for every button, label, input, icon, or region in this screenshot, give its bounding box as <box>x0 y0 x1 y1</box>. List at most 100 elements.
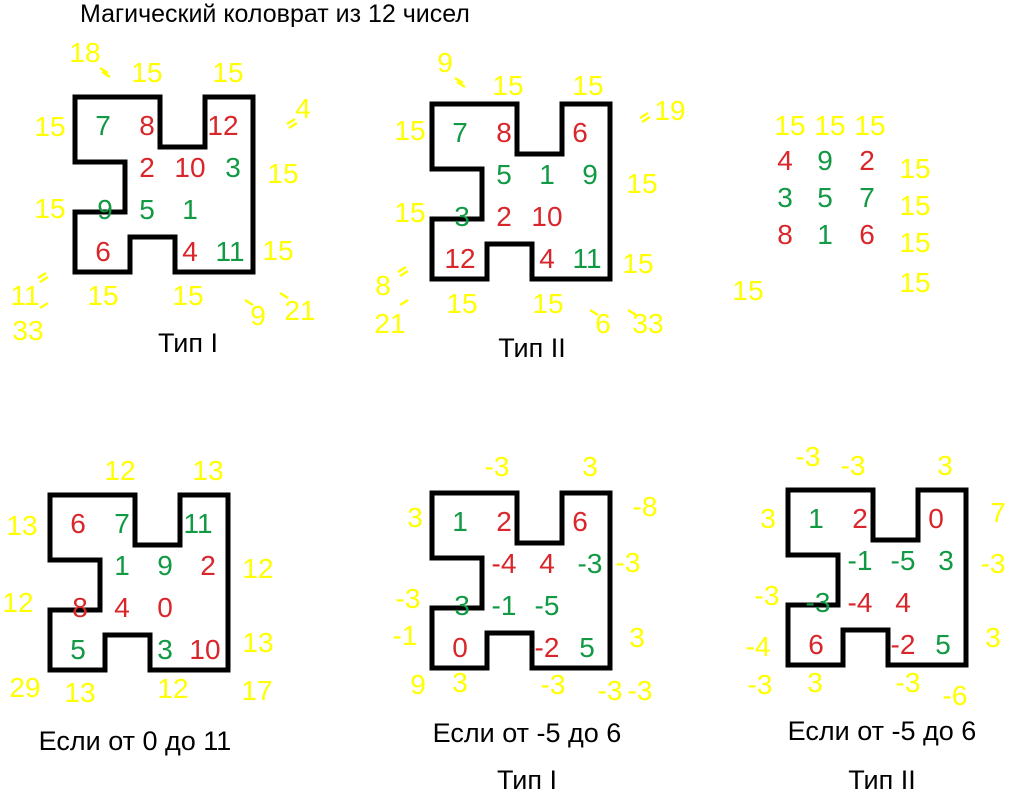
sum-label: 9 <box>437 47 453 78</box>
pinwheel-cell: -2 <box>891 629 916 660</box>
sum-label: -3 <box>896 667 921 698</box>
sum-label: 15 <box>899 153 930 184</box>
pinwheel-outline <box>429 101 613 282</box>
sum-label: -8 <box>633 491 658 522</box>
sum-label: -6 <box>943 680 968 711</box>
sum-label: 6 <box>595 308 611 339</box>
pinwheel-cell: 2 <box>139 152 155 183</box>
sum-label: 12 <box>2 587 33 618</box>
figure-caption: Тип I <box>158 328 218 358</box>
figure-subcaption: Тип II <box>848 765 916 791</box>
tick-mark <box>397 265 407 274</box>
page-title: Магический коловрат из 12 чисел <box>80 0 470 28</box>
sum-label: 3 <box>407 502 423 533</box>
square-cell: 7 <box>859 182 875 213</box>
tick-mark <box>279 291 289 300</box>
pinwheel-cell: -5 <box>891 545 916 576</box>
sum-label: 15 <box>899 227 930 258</box>
sum-label: 8 <box>375 270 391 301</box>
sum-label: 3 <box>582 451 598 482</box>
sum-label: 15 <box>131 57 162 88</box>
sum-label: 15 <box>212 57 243 88</box>
sum-label: 15 <box>532 288 563 319</box>
sum-label: -3 <box>396 583 421 614</box>
sum-label: -3 <box>628 675 653 706</box>
pinwheel-cell: -5 <box>535 590 560 621</box>
pinwheel-cell: -1 <box>848 545 873 576</box>
figure-caption: Если от -5 до 6 <box>433 718 622 748</box>
sum-label: 15 <box>854 110 885 141</box>
pinwheel-cell: 9 <box>157 550 173 581</box>
square-cell: 5 <box>817 182 833 213</box>
sum-label: 3 <box>760 503 776 534</box>
sum-label: 15 <box>394 115 425 146</box>
figure-subcaption: Тип I <box>497 765 557 791</box>
pinwheel-cell: 5 <box>579 632 595 663</box>
pinwheel-cell: 0 <box>452 632 468 663</box>
square-cell: 1 <box>817 219 833 250</box>
pinwheel-cell: 1 <box>539 159 555 190</box>
pinwheel-cell: -2 <box>535 632 560 663</box>
pinwheel-cell: 4 <box>539 548 555 579</box>
pinwheel-cell: 0 <box>928 503 944 534</box>
sum-label: 17 <box>241 675 272 706</box>
pinwheel-cell: 4 <box>114 592 130 623</box>
sum-label: 15 <box>172 280 203 311</box>
tick-mark <box>641 115 651 124</box>
sum-label: 12 <box>242 553 273 584</box>
pinwheel-cell: 3 <box>225 152 241 183</box>
pinwheel-cell: 1 <box>182 194 198 225</box>
sum-label: -3 <box>981 548 1006 579</box>
sum-label: 15 <box>34 193 65 224</box>
sum-label: 3 <box>629 622 645 653</box>
tick-mark <box>627 308 637 317</box>
sum-label: 15 <box>899 190 930 221</box>
sum-label: -3 <box>598 675 623 706</box>
sum-label: 29 <box>9 672 40 703</box>
pinwheel-outline <box>785 487 969 668</box>
sum-label: 19 <box>654 95 685 126</box>
tick-mark <box>399 269 409 278</box>
tick-mark <box>288 121 298 130</box>
sum-label: 15 <box>87 280 118 311</box>
sum-label: 18 <box>69 37 100 68</box>
sum-label: -3 <box>616 547 641 578</box>
pinwheel-cell: 9 <box>97 194 113 225</box>
sum-label: 21 <box>284 295 315 326</box>
tick-mark <box>639 111 649 120</box>
sum-label: -3 <box>841 450 866 481</box>
sum-label: 13 <box>6 510 37 541</box>
sum-label: 15 <box>262 235 293 266</box>
pinwheel-cell: 4 <box>539 243 555 274</box>
pinwheel-cell: 9 <box>582 159 598 190</box>
pinwheel-cell: 6 <box>572 506 588 537</box>
tick-mark <box>454 76 464 85</box>
figure-caption: Тип II <box>498 333 566 363</box>
square-cell: 4 <box>777 145 793 176</box>
sum-label: 3 <box>937 450 953 481</box>
pinwheel-cell: 8 <box>496 117 512 148</box>
pinwheel-cell: 2 <box>496 506 512 537</box>
tick-mark <box>399 298 409 307</box>
pinwheel-outline <box>429 490 613 671</box>
pinwheel-cell: -1 <box>492 590 517 621</box>
sum-label: -4 <box>746 631 771 662</box>
tick-mark <box>101 70 111 79</box>
pinwheel-cell: 5 <box>70 634 86 665</box>
tick-mark <box>39 301 49 310</box>
sum-label: 33 <box>632 308 663 339</box>
pinwheel-cell: 7 <box>114 508 130 539</box>
pinwheel-cell: 6 <box>572 117 588 148</box>
pinwheel-cell: 10 <box>531 201 562 232</box>
figure-caption: Если от 0 до 11 <box>39 726 232 756</box>
pinwheel-outline <box>72 94 256 275</box>
sum-label: -3 <box>541 669 566 700</box>
pinwheel-cell: -3 <box>578 548 603 579</box>
sum-label: 15 <box>622 248 653 279</box>
sum-label: 15 <box>572 70 603 101</box>
pinwheel-cell: 4 <box>895 587 911 618</box>
